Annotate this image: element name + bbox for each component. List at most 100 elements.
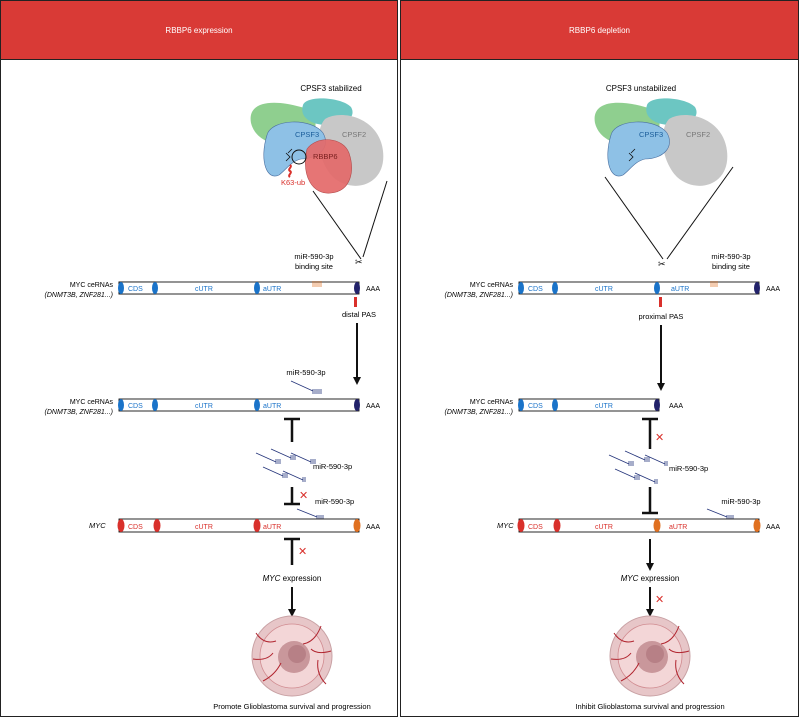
cds-label: CDS [128, 524, 143, 531]
binding-site-mark [312, 281, 322, 287]
binding-site-mark [710, 281, 718, 287]
myc-transcript: CDS cUTR aUTR [517, 518, 761, 533]
polya-label: AAA [366, 524, 380, 531]
polya-label: AAA [766, 286, 780, 293]
inhibit-arrow [284, 537, 300, 565]
autr-label: aUTR [263, 286, 281, 293]
cutr-label: cUTR [195, 286, 213, 293]
polya-label: AAA [366, 403, 380, 410]
binding-site-label: miR-590-3p [294, 252, 333, 261]
cpsf2-label: CPSF2 [342, 130, 366, 139]
cutr-label: cUTR [595, 524, 613, 531]
pas-label: proximal PAS [639, 312, 684, 321]
myc-transcript: CDS cUTR aUTR [117, 518, 361, 533]
cds-label: CDS [528, 286, 543, 293]
cpsf3-label: CPSF3 [639, 130, 663, 139]
complex-label: CPSF3 unstabilized [606, 84, 676, 93]
left-header: RBBP6 expression [1, 1, 397, 60]
mirna-cluster [608, 450, 668, 484]
ceRNA-label: MYC ceRNAs [70, 282, 114, 289]
autr-label: aUTR [671, 286, 689, 293]
blocked-x-icon: ✕ [299, 490, 308, 502]
inhibit-arrow [284, 487, 300, 506]
mirna-icon [296, 508, 324, 520]
ceRNA-genes: (DNMT3B, ZNF281...) [45, 292, 113, 299]
ceRNA-genes: (DNMT3B, ZNF281...) [445, 409, 513, 416]
binding-site-label: miR-590-3p [711, 252, 750, 261]
autr-label: aUTR [263, 524, 281, 531]
mrna-transcript: CDS cUTR aUTR [118, 398, 360, 412]
protein-complex: CPSF3 CPSF2 RBBP6 K63-ub [250, 98, 384, 194]
right-diagram: CPSF3 unstabilized CPSF3 CPSF2 ✂ miR-590… [445, 84, 781, 711]
cpsf2-shape [662, 114, 728, 186]
zoom-line [604, 176, 664, 260]
blocked-x-icon: ✕ [298, 546, 307, 558]
pas-mark [354, 297, 357, 307]
left-diagram: CPSF3 stabilized CPSF3 CPSF2 RBBP6 K63-u… [45, 84, 388, 711]
autr-label: aUTR [263, 403, 281, 410]
cds-label: CDS [128, 286, 143, 293]
ceRNA-label: MYC ceRNAs [70, 399, 114, 406]
k63-label: K63-ub [281, 178, 305, 187]
cpsf3-shape [263, 121, 326, 177]
right-panel: RBBP6 depletion CPSF3 unstabilized CPSF3… [400, 0, 799, 717]
mir-label: miR-590-3p [313, 462, 352, 471]
cleavage-mark [285, 148, 293, 162]
ceRNA-label: MYC ceRNAs [470, 282, 514, 289]
mir-label: miR-590-3p [721, 497, 760, 506]
right-header: RBBP6 depletion [401, 1, 798, 60]
pas-label: distal PAS [342, 310, 376, 319]
cds-label: CDS [128, 403, 143, 410]
tumor-icon [609, 615, 691, 697]
right-header-title: RBBP6 depletion [569, 25, 630, 35]
polya-label: AAA [766, 524, 780, 531]
blocked-x-icon: ✕ [655, 432, 664, 444]
cutr-label: cUTR [195, 403, 213, 410]
myc-label: MYC [497, 521, 514, 530]
cds-label: CDS [528, 403, 543, 410]
scissors-icon: ✂ [355, 257, 363, 267]
pas-mark [659, 297, 662, 307]
mrna-transcript: CDS cUTR aUTR [518, 281, 760, 295]
outcome-label: Promote Glioblastoma survival and progre… [213, 702, 371, 711]
mir-label: miR-590-3p [286, 368, 325, 377]
zoom-line [362, 180, 388, 258]
inhibit-arrow [642, 417, 658, 449]
polya-label: AAA [669, 403, 683, 410]
myc-expression-label: MYC expression [263, 574, 322, 583]
cleavage-mark [628, 148, 636, 162]
mrna-transcript: CDS cUTR aUTR [118, 281, 360, 295]
myc-expression-label: MYC expression [621, 574, 680, 583]
polya-label: AAA [366, 286, 380, 293]
cpsf3-label: CPSF3 [295, 130, 319, 139]
cutr-label: cUTR [595, 403, 613, 410]
left-panel: RBBP6 expression CPSF3 stabilized CPSF3 … [0, 0, 398, 717]
mirna-icon [706, 508, 734, 520]
mirna-icon [290, 380, 322, 394]
binding-site-label: binding site [295, 262, 333, 271]
ceRNA-genes: (DNMT3B, ZNF281...) [445, 292, 513, 299]
cpsf2-label: CPSF2 [686, 130, 710, 139]
mrna-transcript: CDS cUTR [518, 398, 660, 412]
ubiquitin-chain [288, 164, 292, 178]
scissors-icon: ✂ [658, 259, 666, 269]
myc-label: MYC [89, 521, 106, 530]
rbbp6-label: RBBP6 [313, 152, 338, 161]
binding-site-label: binding site [712, 262, 750, 271]
rbbp6-shape [305, 139, 352, 194]
zoom-line [312, 190, 362, 260]
autr-label: aUTR [669, 524, 687, 531]
blocked-x-icon: ✕ [655, 594, 664, 606]
cds-label: CDS [528, 524, 543, 531]
mir-label: miR-590-3p [315, 497, 354, 506]
inhibit-arrow [642, 487, 658, 515]
outcome-label: Inhibit Glioblastoma survival and progre… [575, 702, 724, 711]
protein-complex: CPSF3 CPSF2 [594, 98, 728, 186]
left-header-title: RBBP6 expression [165, 25, 233, 35]
binding-pocket [291, 149, 307, 165]
cutr-label: cUTR [595, 286, 613, 293]
ceRNA-label: MYC ceRNAs [470, 399, 514, 406]
ceRNA-genes: (DNMT3B, ZNF281...) [45, 409, 113, 416]
complex-label: CPSF3 stabilized [300, 84, 361, 93]
cpsf3-shape [607, 121, 670, 177]
